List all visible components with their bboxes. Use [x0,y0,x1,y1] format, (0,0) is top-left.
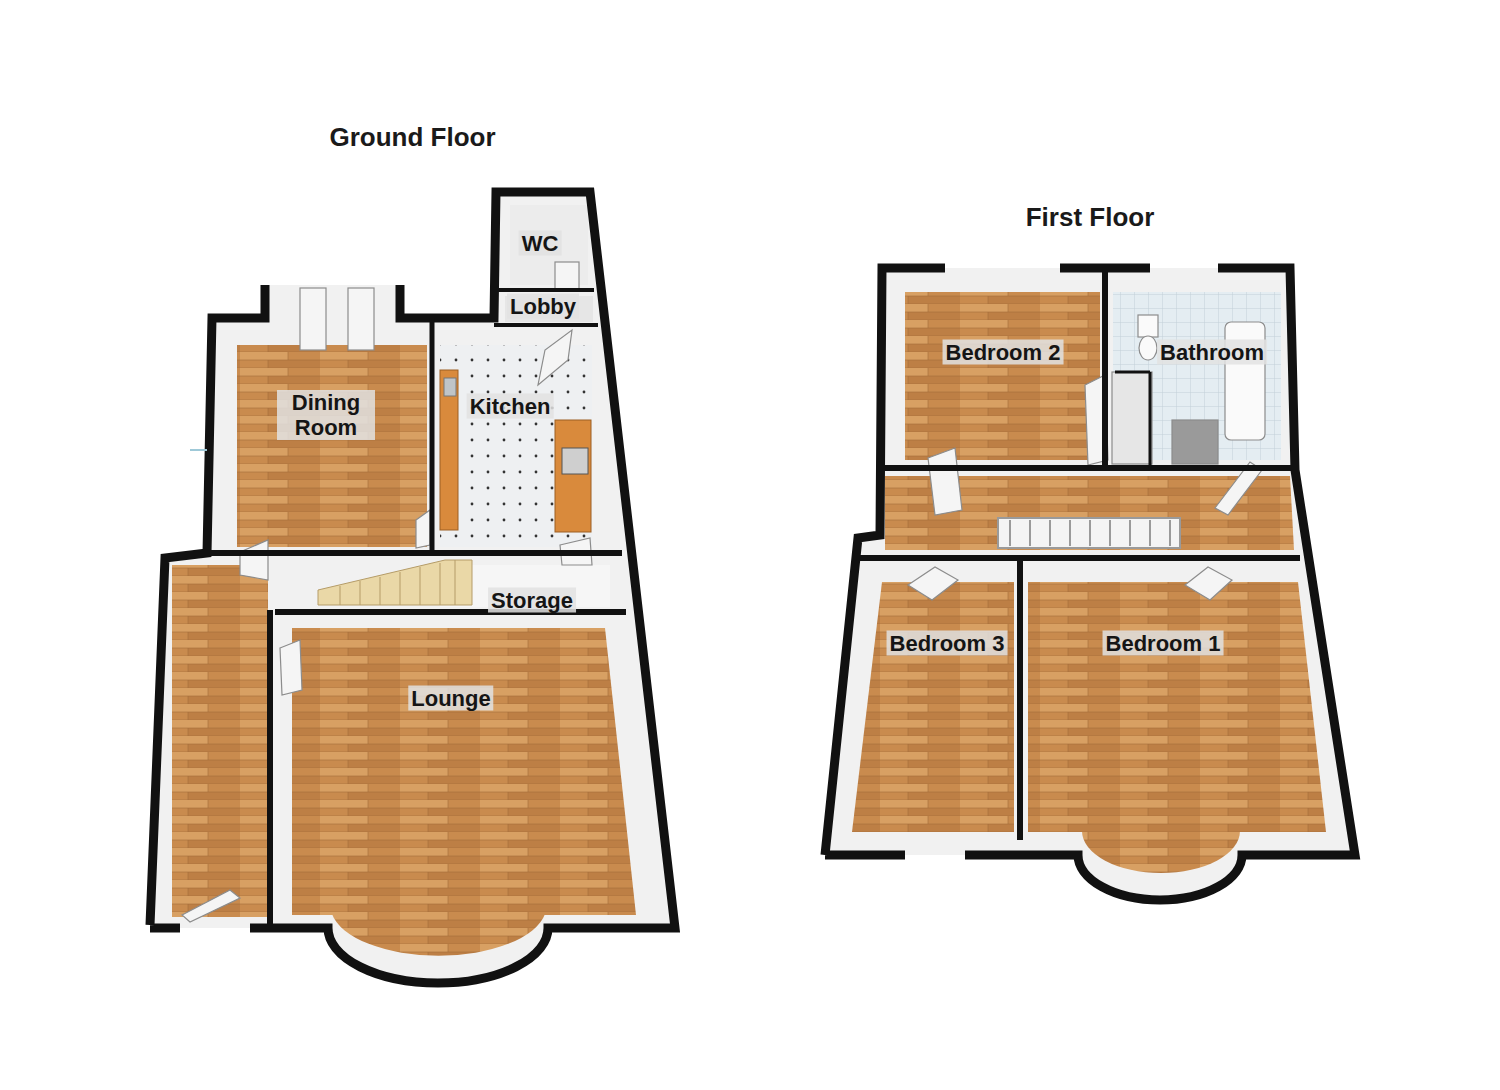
room: Kitchen [435,330,600,548]
room: Lobby [500,290,600,325]
room-label: Bedroom 2 [943,340,1064,365]
floor-plan: Ground FloorWC LobbyDining Room KitchenSto… [140,110,685,970]
room-label: Kitchen [467,394,554,419]
room-label: Bedroom 3 [887,631,1008,656]
room-label: Bathroom [1157,340,1267,365]
room-label: Storage [488,588,576,613]
room-label: Dining Room [277,390,375,440]
room: WC [505,195,590,290]
room-label: Lobby [507,294,579,319]
room: Dining Room [235,330,430,548]
floor-heading: Ground Floor [329,122,495,153]
floor-heading: First Floor [1026,202,1155,233]
room: Lounge [275,610,655,915]
room-label: WC [519,231,562,256]
room-label: Bedroom 1 [1103,631,1224,656]
room-label: Lounge [408,686,493,711]
room: Storage [445,565,610,610]
room: Bedroom 2 [905,285,1100,465]
room: Bathroom [1110,285,1280,465]
floor-plan: First FloorBedroom 2 BathroomBedroom 3 Bed… [815,190,1365,905]
room: Bedroom 1 [1025,565,1300,835]
room: Bedroom 3 [880,565,1015,835]
